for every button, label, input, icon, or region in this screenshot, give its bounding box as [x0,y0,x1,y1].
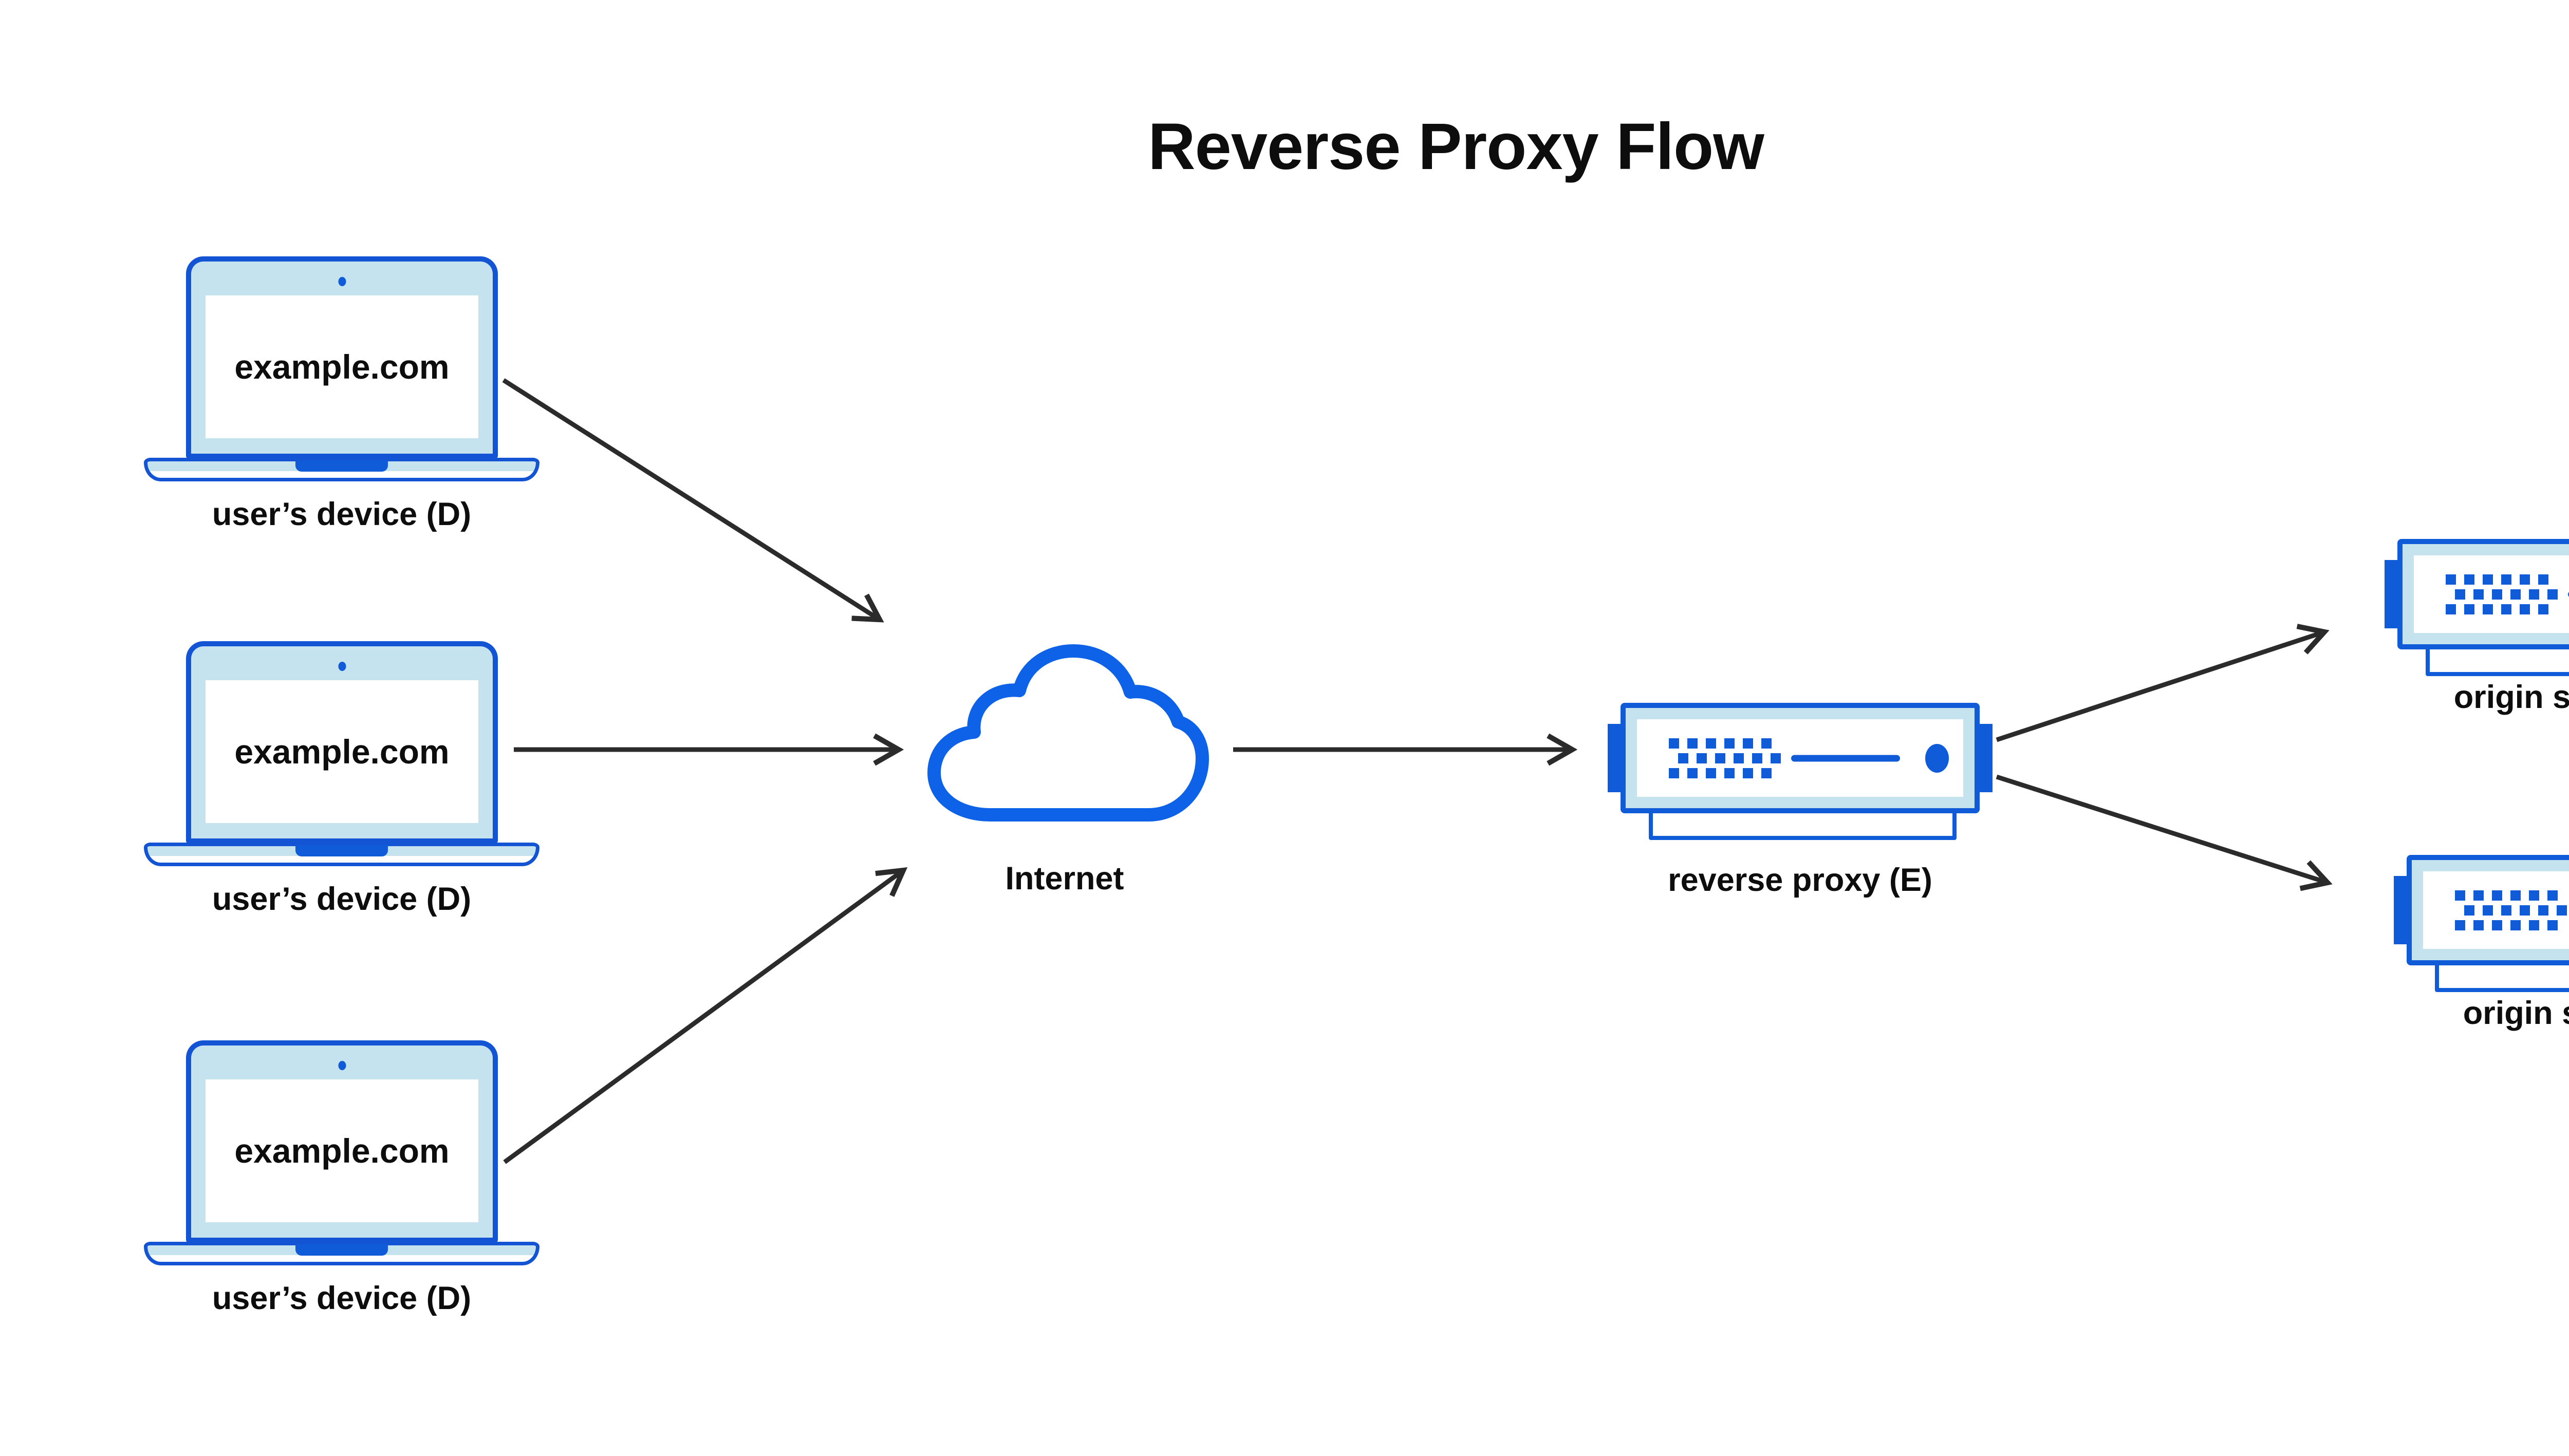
server-icon [2397,539,2569,649]
server-vent-line [1791,755,1900,761]
laptop-screen: example.com [206,1079,478,1222]
internet-label: Internet [1005,861,1124,897]
webcam-dot-icon [338,1061,346,1070]
device-label: user’s device (D) [212,496,472,532]
node-origin-server-2: origin server (F) [2394,855,2569,1040]
laptop-icon: example.com [186,641,498,844]
cloud-icon [927,644,1209,822]
node-reverse-proxy: reverse proxy (E) [1608,703,1993,898]
webcam-dot-icon [338,277,346,286]
laptop-screen: example.com [206,295,478,438]
server-vent-dots [2455,890,2567,930]
laptop-screen: example.com [206,680,478,823]
proxy-label: reverse proxy (E) [1668,862,1932,898]
origin-label: origin server (F) [2463,995,2569,1031]
screen-url-text: example.com [234,348,450,386]
screen-url-text: example.com [234,733,450,771]
screen-url-text: example.com [234,1132,450,1170]
node-user-device-3: example.com user’s device (D) [144,1040,539,1328]
node-origin-server-1: origin server (F) [2385,539,2569,724]
arrow-proxy-to-origin2 [1996,774,2333,891]
arrow-proxy-to-origin1 [1996,624,2330,742]
server-vent-dots [2446,574,2558,614]
laptop-hinge [295,1244,388,1256]
origin-label: origin server (F) [2453,679,2569,715]
server-faceplate [1637,719,1963,797]
node-user-device-1: example.com user’s device (D) [144,256,539,544]
laptop-base [144,843,539,866]
laptop-icon: example.com [186,256,498,459]
server-led-icon [1925,743,1949,773]
laptop-icon: example.com [186,1040,498,1243]
laptop-hinge [295,460,388,472]
device-label: user’s device (D) [212,1280,472,1316]
server-icon [2407,855,2569,965]
server-icon [1621,703,1980,813]
device-label: user’s device (D) [212,881,472,917]
server-vent-dots [1669,738,1781,778]
webcam-dot-icon [338,662,346,671]
laptop-base [144,1242,539,1265]
laptop-hinge [295,845,388,856]
arrow-device1-to-internet [502,378,884,623]
server-faceplate [2414,555,2569,633]
server-faceplate [2423,871,2569,949]
node-user-device-2: example.com user’s device (D) [144,641,539,929]
diagram-title: Reverse Proxy Flow [1148,110,1764,183]
arrow-device3-to-internet [503,867,908,1164]
server-vent-line [2568,591,2569,598]
laptop-base [144,458,539,481]
